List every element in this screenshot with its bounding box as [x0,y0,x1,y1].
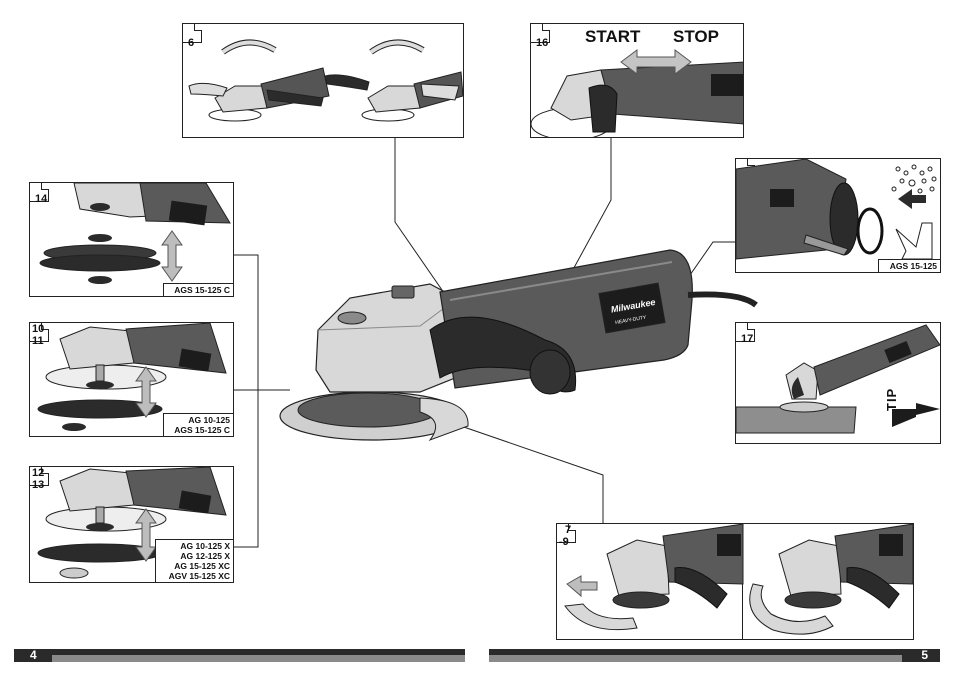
footer-stripe [489,655,902,662]
switch-illustration [531,49,743,137]
panel-7-9-guard-adjustment: 7 -9 [556,523,914,640]
power-cable [687,291,758,308]
panel-12-13-disc-mounting: 12 13 AG 10-125 X AG 12-125 X AG 15-125 … [29,466,234,583]
start-label: START [585,27,641,46]
handle-positions-illustration [188,39,463,122]
panel-10-11-disc-mounting: 10 11 AG 10-125 AGS 15-125 C [29,322,234,437]
panel-16-start-stop: 16 START STOP [530,23,744,138]
model-list: AGS 15-125 [878,259,940,272]
footer-bar-left: 4 [14,649,465,662]
panel-number: 17 [741,333,754,345]
tip-label: TIP [884,387,899,411]
model-list: AG 10-125 AGS 15-125 C [163,413,233,436]
model-label: AGV 15-125 XC [168,571,230,581]
brand-sub-text: HEAVY-DUTY [615,315,648,326]
panel-number-a: 10 [32,323,45,335]
panel-number-b: 13 [32,479,45,491]
brush-cover-illustration [736,159,937,260]
panel-15-brush-cover: 15 AGS 15-125 [735,158,941,273]
model-list: AGS 15-125 C [163,283,233,296]
model-label: AGS 15-125 C [174,425,230,435]
panel-tab [30,323,49,342]
guard-adjustment-illustration [564,524,913,635]
stop-label: STOP [673,27,719,46]
panel-tab [531,24,550,43]
panel-number-b: 11 [32,335,44,347]
side-handle [429,316,577,393]
panel-tab [30,467,49,486]
model-label: AG 10-125 [188,415,230,425]
wheel-guard [419,397,469,442]
disc-mounting-illustration [37,323,227,431]
panel-number: 16 [536,37,549,49]
model-list: AG 10-125 X AG 12-125 X AG 15-125 XC AGV… [155,539,233,582]
disc-mounting-illustration [39,183,231,284]
panel-6-side-handle-position: 6 [182,23,464,138]
model-label: AG 12-125 X [180,551,230,561]
model-label: AG 10-125 X [180,541,230,551]
grinding-angle-illustration [736,324,940,434]
panel-number-b: -9 [559,536,569,548]
panel-tab [183,24,202,43]
panel-number: 6 [188,37,195,49]
panel-14-disc-mounting: 14 AGS 15-125 C [29,182,234,297]
panel-tab [557,524,576,543]
panel-number-a: 12 [32,467,45,479]
panel-tab [736,323,755,342]
page-number-left: 4 [30,648,37,662]
panel-17-grinding-angle-tip: 17 TIP [735,322,941,444]
model-label: AGS 15-125 [889,261,937,271]
footer-stripe [52,655,465,662]
model-label: AG 15-125 XC [174,561,230,571]
page-number-right: 5 [921,648,928,662]
panel-tab [30,183,49,202]
brand-plate [598,282,666,334]
model-label: AGS 15-125 C [174,285,230,295]
footer-bar-right: 5 [489,649,940,662]
panel-number: 14 [35,193,48,205]
disc-mounting-illustration [37,467,227,579]
panel-number-a: 7 [565,524,572,536]
